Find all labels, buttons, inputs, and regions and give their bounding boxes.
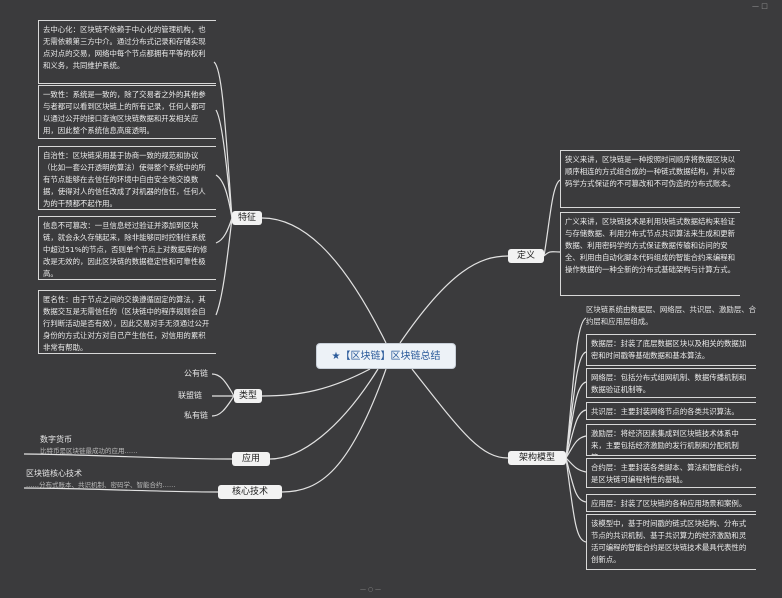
arch-contract-layer[interactable]: 合约层：主要封装各类脚本、算法和智能合约，是区块链可编程特性的基础。: [586, 458, 756, 488]
central-topic[interactable]: ★【区块链】区块链总结: [316, 343, 456, 369]
feature-box-3[interactable]: 自治性：区块链采用基于协商一致的规范和协议（比如一套公开透明的算法）使得整个系统…: [38, 146, 216, 210]
arch-data-layer[interactable]: 数据层：封装了底层数据区块以及相关的数据加密和时间戳等基础数据和基本算法。: [586, 334, 756, 366]
arch-network-layer[interactable]: 网络层：包括分布式组网机制、数据传播机制和数据验证机制等。: [586, 368, 756, 398]
arch-consensus-layer[interactable]: 共识层：主要封装网络节点的各类共识算法。: [586, 402, 756, 420]
category-consortium[interactable]: 联盟链: [178, 391, 202, 400]
arch-application-layer[interactable]: 应用层：封装了区块链的各种应用场景和案例。: [586, 494, 756, 512]
branch-definition[interactable]: 定义: [508, 249, 544, 263]
branch-architecture[interactable]: 架构模型: [508, 451, 566, 465]
definition-narrow[interactable]: 狭义来讲，区块链是一种按照时间顺序将数据区块以顺序相连的方式组合成的一种链式数据…: [560, 150, 740, 208]
feature-box-1[interactable]: 去中心化：区块链不依赖于中心化的管理机构，也无需依赖第三方中介。通过分布式记录和…: [38, 20, 216, 84]
architecture-intro: 区块链系统由数据层、网络层、共识层、激励层、合约层和应用层组成。: [586, 305, 756, 326]
branch-category[interactable]: 类型: [234, 389, 262, 403]
core-tech-title[interactable]: 区块链核心技术: [26, 469, 82, 478]
application-note: 比特币是区块链最成功的应用……: [40, 447, 138, 455]
window-controls[interactable]: — □: [752, 2, 768, 10]
branch-core-tech[interactable]: 核心技术: [218, 485, 282, 499]
feature-box-2[interactable]: 一致性：系统是一致的，除了交易者之外的其他参与者都可以看到区块链上的所有记录，任…: [38, 85, 216, 139]
core-tech-note: ……分布式账本、共识机制、密码学、智能合约……: [26, 481, 176, 489]
feature-box-4[interactable]: 信息不可篡改：一旦信息经过验证并添加到区块链，就会永久存储起来，除非能够同时控制…: [38, 216, 216, 280]
category-public[interactable]: 公有链: [184, 369, 208, 378]
application-title[interactable]: 数字货币: [40, 435, 72, 444]
arch-summary[interactable]: 该模型中，基于时间戳的链式区块结构、分布式节点的共识机制、基于共识算力的经济激励…: [586, 514, 756, 570]
definition-broad[interactable]: 广义来讲，区块链技术是利用块链式数据结构来验证与存储数据、利用分布式节点共识算法…: [560, 212, 740, 296]
feature-box-5[interactable]: 匿名性：由于节点之间的交换遵循固定的算法，其数据交互是无需信任的（区块链中的程序…: [38, 290, 216, 354]
branch-features[interactable]: 特征: [232, 211, 262, 225]
arch-incentive-layer[interactable]: 激励层：将经济因素集成到区块链技术体系中来，主要包括经济激励的发行机制和分配机制…: [586, 424, 756, 456]
branch-application[interactable]: 应用: [232, 452, 270, 466]
category-private[interactable]: 私有链: [184, 411, 208, 420]
footer-indicator: — ○ —: [360, 586, 382, 593]
